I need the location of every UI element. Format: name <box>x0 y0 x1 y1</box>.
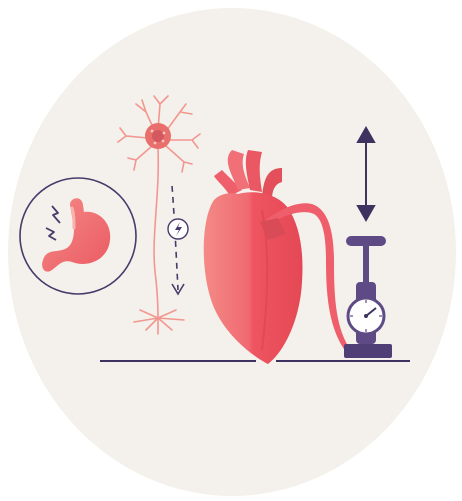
lightning-badge-icon <box>168 219 188 239</box>
